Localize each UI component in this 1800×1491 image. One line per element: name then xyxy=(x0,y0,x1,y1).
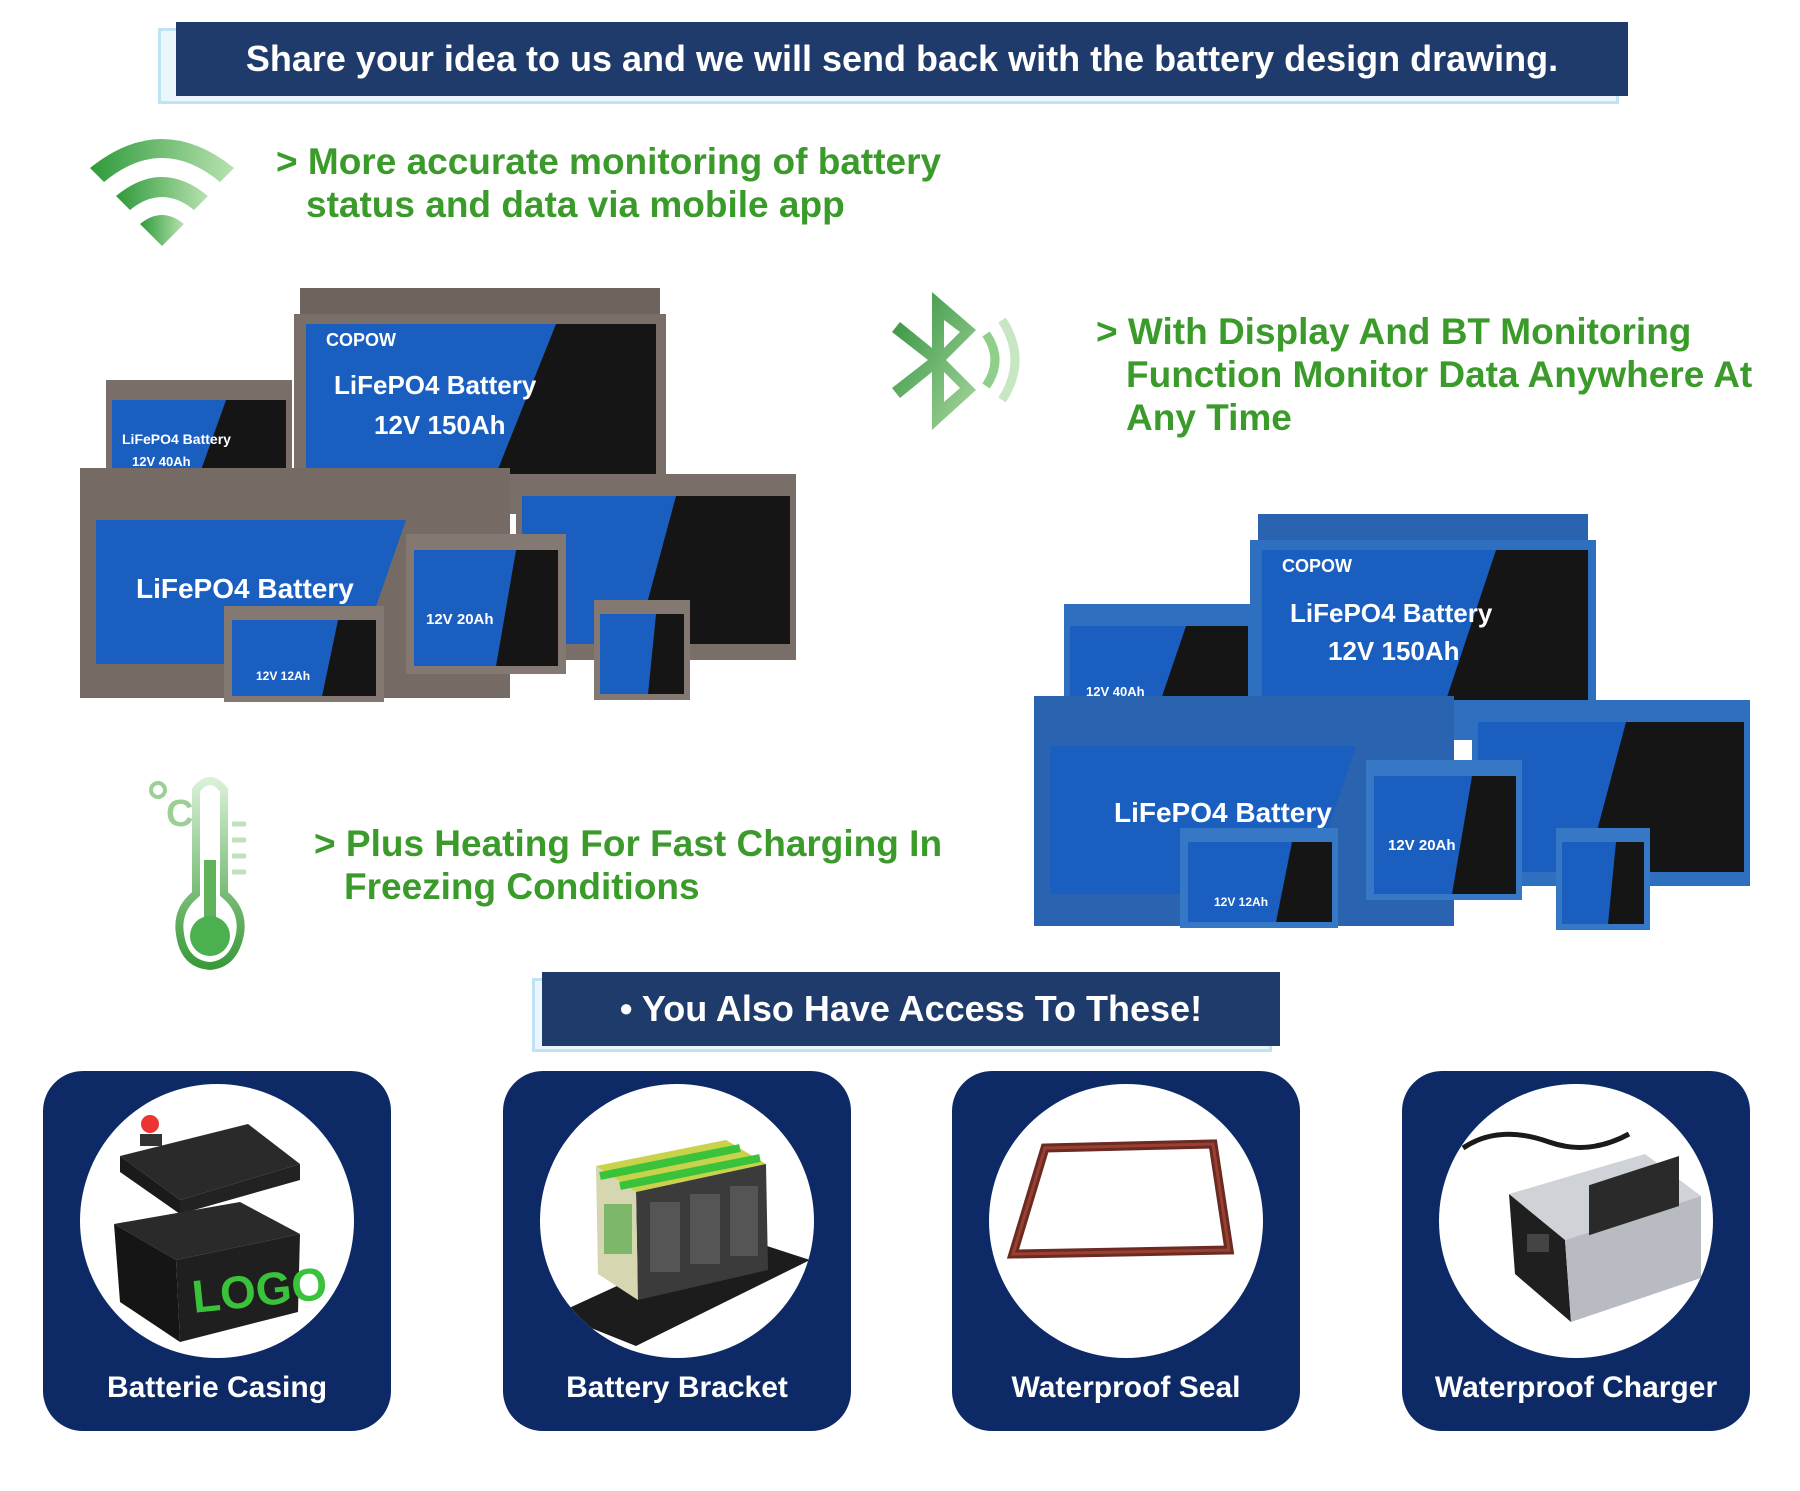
feature-line: > With Display And BT Monitoring xyxy=(1096,311,1692,352)
top-banner: Share your idea to us and we will send b… xyxy=(158,22,1634,104)
battery-capacity: 12V 12Ah xyxy=(256,669,310,683)
accessory-image-circle xyxy=(1439,1084,1713,1358)
battery-label: LiFePO4 Battery xyxy=(136,573,354,604)
battery-casing-icon: LOGO xyxy=(114,1115,330,1342)
charger-icon xyxy=(1461,1131,1701,1322)
battery-capacity: 12V 40Ah xyxy=(1086,684,1145,699)
battery-bracket-icon xyxy=(556,1140,810,1346)
battery-group-gray: COPOW LiFePO4 Battery 12V 150Ah LiFePO4 … xyxy=(80,288,796,702)
feature-app-monitoring: > More accurate monitoring of battery st… xyxy=(276,140,941,226)
wifi-icon xyxy=(90,139,234,246)
accessory-image-circle: LOGO xyxy=(80,1084,354,1358)
accessory-card-casing[interactable]: LOGO Batterie Casing xyxy=(43,1071,391,1431)
battery-capacity: 12V 150Ah xyxy=(1328,636,1460,666)
accessory-card-seal[interactable]: Waterproof Seal xyxy=(952,1071,1300,1431)
accessory-label: Waterproof Charger xyxy=(1434,1371,1718,1404)
battery-capacity: 12V 150Ah xyxy=(374,410,506,440)
feature-heating: > Plus Heating For Fast Charging In Free… xyxy=(314,822,942,908)
battery-capacity: 12V 12Ah xyxy=(1214,895,1268,909)
access-banner: • You Also Have Access To These! xyxy=(532,972,1282,1052)
accessory-image-circle xyxy=(989,1084,1263,1358)
accessory-image-circle xyxy=(540,1084,814,1358)
svg-text:C: C xyxy=(166,793,193,835)
battery-label: LiFePO4 Battery xyxy=(122,431,231,447)
battery-group-blue: COPOW LiFePO4 Battery 12V 150Ah 12V 40Ah… xyxy=(1034,514,1750,930)
top-banner-text: Share your idea to us and we will send b… xyxy=(176,22,1628,96)
waterproof-seal-icon xyxy=(1006,1139,1235,1259)
accessory-label: Waterproof Seal xyxy=(1011,1371,1241,1404)
feature-line: Freezing Conditions xyxy=(344,866,700,907)
access-banner-text: • You Also Have Access To These! xyxy=(542,972,1280,1046)
battery-capacity: 12V 20Ah xyxy=(1388,837,1456,854)
battery-capacity: 12V 40Ah xyxy=(132,454,191,469)
feature-line: Any Time xyxy=(1126,397,1292,438)
feature-line: Function Monitor Data Anywhere At xyxy=(1126,354,1753,395)
feature-bt-monitoring: > With Display And BT Monitoring Functio… xyxy=(1096,310,1752,439)
brand-text: COPOW xyxy=(326,330,396,350)
battery-capacity: 12V 20Ah xyxy=(426,611,494,628)
brand-text: COPOW xyxy=(1282,556,1352,576)
battery-label: LiFePO4 Battery xyxy=(334,370,537,400)
bluetooth-icon xyxy=(892,292,1020,430)
feature-line: status and data via mobile app xyxy=(306,184,845,225)
accessory-card-charger[interactable]: Waterproof Charger xyxy=(1402,1071,1750,1431)
feature-line: > Plus Heating For Fast Charging In xyxy=(314,823,943,864)
feature-line: > More accurate monitoring of battery xyxy=(276,141,942,182)
accessory-label: Batterie Casing xyxy=(106,1371,328,1404)
thermometer-icon: C xyxy=(149,777,246,971)
battery-label: LiFePO4 Battery xyxy=(1290,598,1493,628)
accessory-card-bracket[interactable]: Battery Bracket xyxy=(503,1071,851,1431)
battery-label: LiFePO4 Battery xyxy=(1114,797,1332,828)
accessory-label: Battery Bracket xyxy=(566,1371,788,1404)
